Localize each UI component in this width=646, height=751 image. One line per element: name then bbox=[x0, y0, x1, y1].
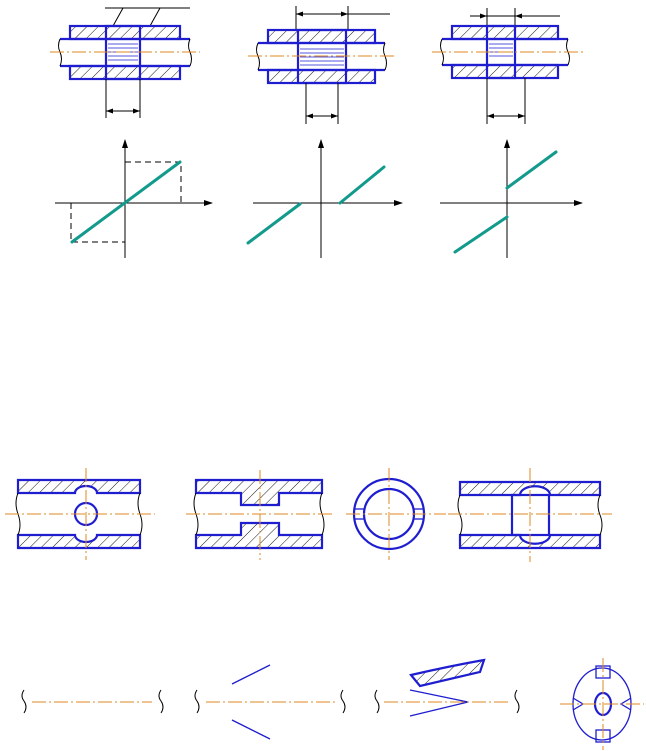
interference-grid-2 bbox=[300, 48, 344, 66]
interference-grid-3 bbox=[489, 43, 513, 57]
shaft-with-square-hole bbox=[186, 470, 334, 560]
break-symbol-tube bbox=[194, 664, 346, 740]
ring-cross-section bbox=[346, 468, 446, 560]
fit-graph-3 bbox=[440, 139, 583, 258]
break-symbol-flat bbox=[374, 658, 520, 717]
assembly-3 bbox=[432, 8, 586, 124]
fit-graph-2 bbox=[246, 139, 403, 258]
break-symbol-round bbox=[21, 689, 164, 714]
assembly-1 bbox=[50, 7, 200, 118]
oval-pin-end bbox=[560, 658, 644, 750]
shaft-with-pin-hole bbox=[448, 468, 612, 562]
assembly-2 bbox=[248, 6, 395, 124]
shaft-with-round-hole bbox=[5, 468, 155, 560]
fit-graph-1 bbox=[55, 139, 213, 258]
